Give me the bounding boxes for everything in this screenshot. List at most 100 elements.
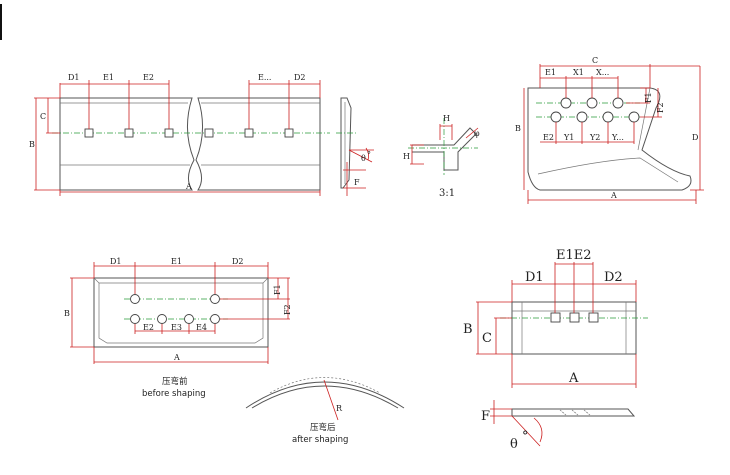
flat-outline <box>93 277 269 348</box>
short-side-marks <box>559 409 591 416</box>
dim-label-D1-flat: D1 <box>110 257 122 266</box>
dim-corner-D <box>650 65 704 191</box>
dim-label-X-ellipsis: X... <box>596 68 609 77</box>
dim-label-R: R <box>336 404 343 413</box>
dim-label-Y1: Y1 <box>563 133 574 142</box>
corner-hole <box>576 111 588 123</box>
dim-flat-top-chain <box>93 262 269 294</box>
short-side-outline <box>511 408 636 417</box>
dim-flat-B <box>70 277 94 348</box>
dim-label-F1-corner: F1 <box>644 92 653 103</box>
dim-short-top-chain <box>511 262 637 313</box>
flat-hole <box>210 314 220 324</box>
dim-label-E3: E3 <box>171 323 182 332</box>
dim-label-E2-flat: E2 <box>143 323 154 332</box>
flat-hole <box>210 294 220 304</box>
flat-hole <box>130 314 140 324</box>
arc-hatch <box>269 377 381 394</box>
dim-side-theta <box>348 147 374 163</box>
short-hole <box>569 312 580 323</box>
dim-corner-A <box>527 190 697 204</box>
dim-label-H-left: H <box>403 152 410 161</box>
dim-detail-H-top <box>439 124 453 140</box>
dim-label-B: B <box>29 140 35 149</box>
dim-corner-bottom-chain <box>540 122 635 144</box>
dim-short-side-theta <box>511 415 543 447</box>
dim-label-A-corner: A <box>610 191 617 200</box>
dim-label-E4: E4 <box>196 323 207 332</box>
corner-hole <box>602 111 614 123</box>
dim-label-degree-short: ° <box>522 429 529 444</box>
dim-label-D1: D1 <box>68 73 80 82</box>
dim-label-D2-flat: D2 <box>232 257 244 266</box>
dim-label-A-short: A <box>568 371 579 386</box>
blade-inner-right <box>201 102 320 166</box>
blade-hole <box>204 128 214 138</box>
dim-label-B-short: B <box>463 322 473 337</box>
dim-label-D1-short: D1 <box>525 270 544 285</box>
dim-label-A-flat: A <box>173 353 180 362</box>
blade-inner-left <box>60 102 190 166</box>
view-long-blade: D1 E1 E2 E... D2 B C A <box>29 73 330 196</box>
dim-label-F: F <box>354 178 360 187</box>
caption-after-cn: 压弯后 <box>310 422 336 433</box>
arc-inner <box>251 385 399 409</box>
dim-flat-A <box>93 347 269 364</box>
blade-outline-left <box>59 97 195 191</box>
dim-label-theta-short: θ <box>510 437 518 452</box>
corner-hole <box>628 111 640 123</box>
short-hole <box>588 312 599 323</box>
dim-label-D: D <box>692 133 698 142</box>
flat-hole <box>130 294 140 304</box>
view-short-side: F θ ° <box>481 400 636 452</box>
dim-label-C: C <box>40 112 46 121</box>
dim-label-A: A <box>185 182 192 191</box>
dim-label-F2-flat: F2 <box>283 304 292 315</box>
blade-hole <box>284 128 294 138</box>
dim-label-X1: X1 <box>573 68 584 77</box>
flat-inner <box>93 277 269 344</box>
dim-label-E2: E2 <box>143 73 154 82</box>
dim-label-F1-flat: F1 <box>273 284 282 295</box>
dim-left-B-C <box>34 97 60 191</box>
dim-label-E1: E1 <box>103 73 114 82</box>
dim-label-E1-flat: E1 <box>171 257 182 266</box>
view-before-shaping: D1 E1 D2 F1 F2 E2 E3 E4 B A 压弯前 before s… <box>64 257 292 399</box>
dim-label-phi: φ <box>474 129 480 138</box>
dim-label-Y-ellipsis: Y... <box>611 133 624 142</box>
view-corner-blade: C E1 X1 X... F1 F2 E2 Y1 Y2 Y... B D A <box>515 56 704 204</box>
view-short-blade: D1 E1E2 D2 B C A <box>463 248 648 388</box>
corner-hole <box>586 97 598 109</box>
caption-before-cn: 压弯前 <box>162 376 188 387</box>
corner-hole <box>612 97 624 109</box>
dim-label-C-short: C <box>482 331 492 346</box>
dim-label-D2-short: D2 <box>604 270 623 285</box>
dim-label-theta: θ <box>361 154 366 163</box>
dim-detail-phi <box>465 127 479 139</box>
dim-label-B-corner: B <box>515 124 521 133</box>
corner-hole <box>550 111 562 123</box>
dim-label-F-short: F <box>481 409 490 424</box>
dim-label-C-corner: C <box>592 56 598 65</box>
detail-scale: 3:1 <box>439 188 455 199</box>
blade-hole <box>164 128 174 138</box>
dim-top-chain <box>59 80 321 129</box>
short-hole <box>550 312 561 323</box>
dim-label-F2-corner: F2 <box>656 102 665 113</box>
view-detail-3-1: H H φ 3:1 <box>403 114 480 199</box>
blade-hole <box>124 128 134 138</box>
corner-hole <box>560 97 572 109</box>
dim-label-E1-corner: E1 <box>545 68 556 77</box>
dim-short-side-F <box>490 400 512 424</box>
dim-label-B-flat: B <box>64 309 70 318</box>
dim-label-Y2: Y2 <box>589 133 600 142</box>
dim-label-D2: D2 <box>294 73 306 82</box>
detail-outline <box>412 127 477 171</box>
dim-short-A <box>511 354 637 388</box>
dim-corner-top-chain <box>540 76 619 98</box>
dim-flat-bottom-chain <box>134 324 216 334</box>
blade-hole <box>244 128 254 138</box>
flat-hole <box>157 314 167 324</box>
dim-arc-R <box>323 379 339 421</box>
dim-label-H-top: H <box>443 114 450 123</box>
